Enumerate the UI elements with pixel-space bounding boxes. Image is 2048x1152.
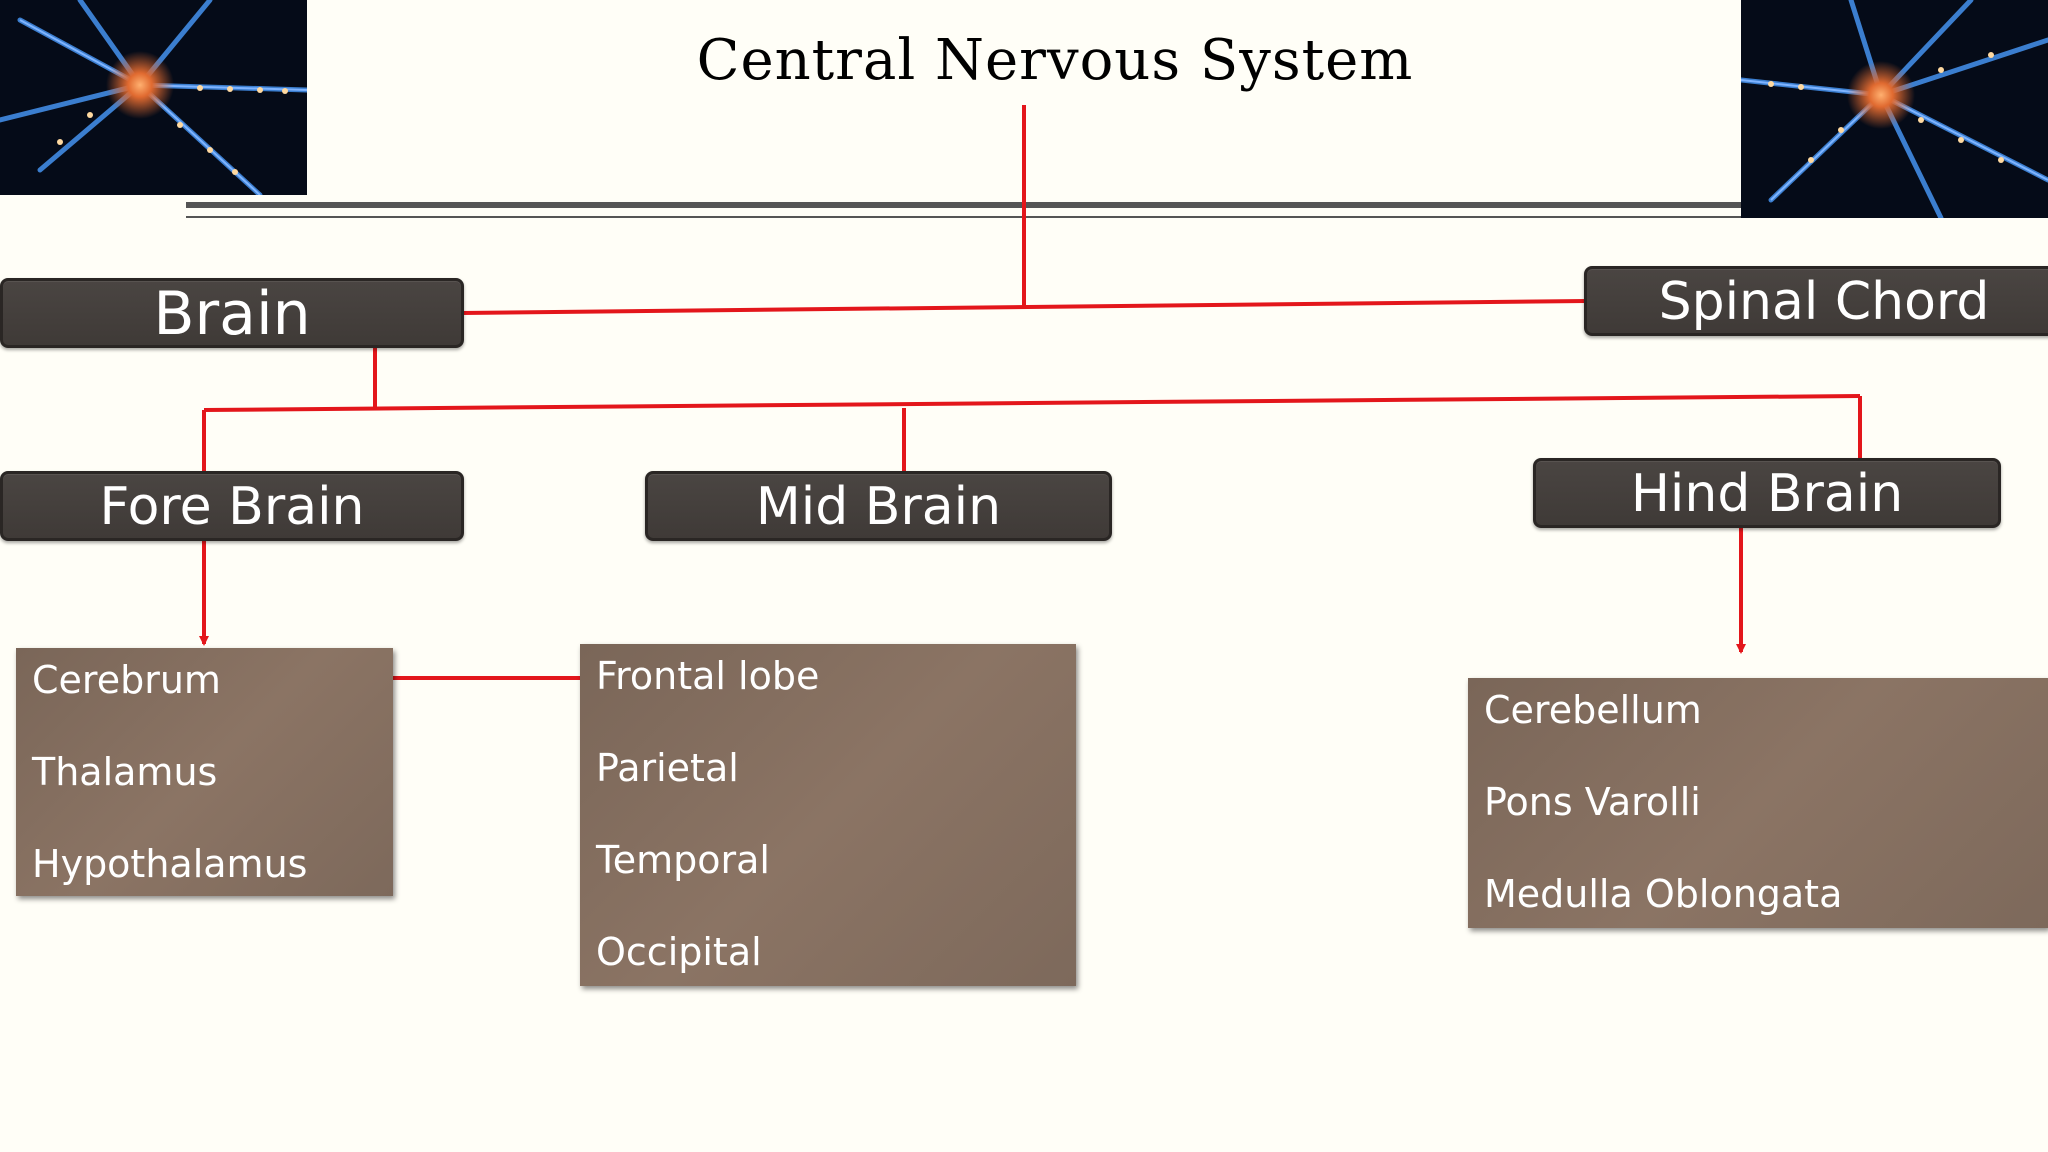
list-item-thalamus: Thalamus	[32, 750, 218, 794]
connector-brain-spinal	[461, 299, 1588, 315]
list-item-parietal: Parietal	[596, 746, 739, 790]
node-hind-brain: Hind Brain	[1533, 458, 2001, 528]
list-item-cerebrum: Cerebrum	[32, 658, 221, 702]
node-spinal-chord: Spinal Chord	[1584, 266, 2048, 336]
list-item-medulla-oblongata: Medulla Oblongata	[1484, 872, 1843, 916]
node-fore-brain: Fore Brain	[0, 471, 464, 541]
neuron-image-left	[0, 0, 307, 195]
fore-brain-parts-box: Cerebrum Thalamus Hypothalamus	[16, 648, 393, 896]
neuron-image-right	[1741, 0, 2048, 218]
diagram-title: Central Nervous System	[696, 28, 1414, 93]
title-rule-thin	[186, 216, 1741, 218]
list-item-hypothalamus: Hypothalamus	[32, 842, 308, 886]
cerebrum-lobes-box: Frontal lobe Parietal Temporal Occipital	[580, 644, 1076, 986]
list-item-pons-varolli: Pons Varolli	[1484, 780, 1701, 824]
list-item-cerebellum: Cerebellum	[1484, 688, 1702, 732]
node-brain: Brain	[0, 278, 464, 348]
hind-brain-parts-box: Cerebellum Pons Varolli Medulla Oblongat…	[1468, 678, 2048, 928]
list-item-frontal-lobe: Frontal lobe	[596, 654, 820, 698]
node-mid-brain: Mid Brain	[645, 471, 1112, 541]
list-item-occipital: Occipital	[596, 930, 762, 974]
title-rule-thick	[186, 202, 1741, 208]
list-item-temporal: Temporal	[596, 838, 770, 882]
connector-brain-branch	[203, 394, 1861, 412]
